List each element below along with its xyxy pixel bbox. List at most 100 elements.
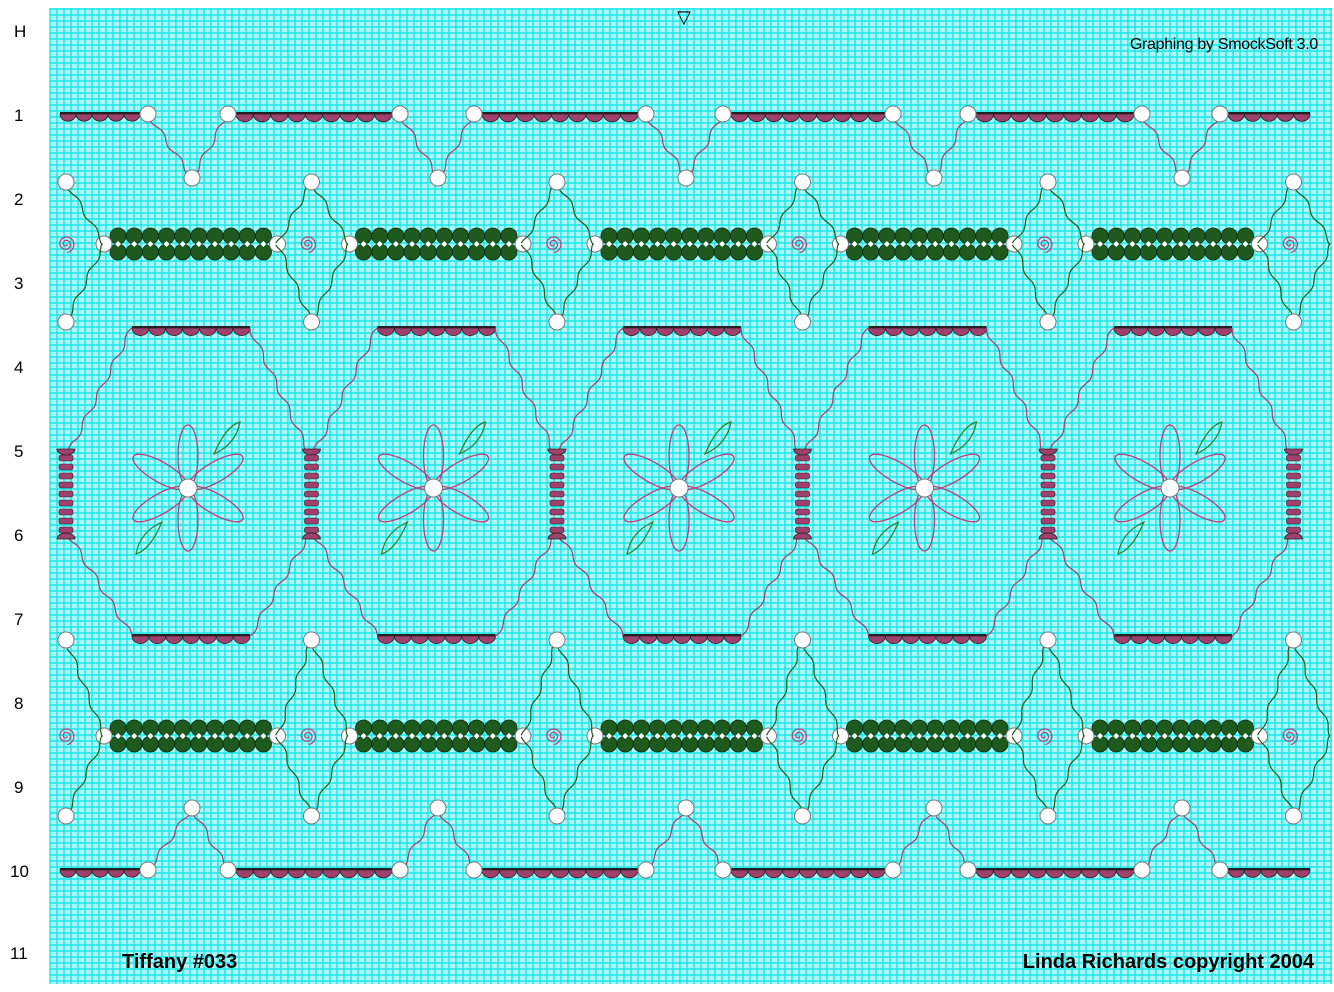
bead [960,862,976,878]
stack-stitch [305,500,319,506]
bead [1174,170,1190,186]
bead [1252,236,1268,252]
bead [678,170,694,186]
bead [885,862,901,878]
cable-segment [236,112,392,122]
stack-stitch [550,491,564,497]
bead [795,174,811,190]
bead [304,174,320,190]
row-label-10: 10 [10,862,29,882]
bead [549,174,565,190]
stack-stitch [1041,455,1055,461]
stack-stitch [305,509,319,515]
bead [304,632,320,648]
bead [430,170,446,186]
bead [304,314,320,330]
stack-stitch [305,527,319,533]
stack-stitch [59,500,73,506]
stack-stitch [796,482,810,488]
bead [1078,728,1094,744]
stack-stitch [59,473,73,479]
design-title: Tiffany #033 [122,951,237,974]
bead [715,862,731,878]
bead [1040,808,1056,824]
flower-center [916,479,934,497]
bead [549,632,565,648]
stack-stitch [59,455,73,461]
grid-lines [50,8,1332,984]
bead [184,170,200,186]
stack-stitch [305,464,319,470]
stack-stitch [305,473,319,479]
bead [392,862,408,878]
bead [466,862,482,878]
bead [1040,314,1056,330]
stack-stitch [550,473,564,479]
bead [140,862,156,878]
software-credit: Graphing by SmockSoft 3.0 [1130,36,1318,54]
bead [304,808,320,824]
stack-stitch [796,464,810,470]
stack-stitch [59,509,73,515]
bead [1006,728,1022,744]
cable-segment [1228,112,1310,121]
bead [342,728,358,744]
stack-stitch [305,482,319,488]
stack-stitch [796,500,810,506]
bead [795,314,811,330]
bead [549,808,565,824]
stack-stitch [1041,464,1055,470]
stack-stitch [796,509,810,515]
stack-stitch [550,455,564,461]
bead [96,236,112,252]
bead [926,800,942,816]
cable-segment [731,868,885,878]
stack-stitch [59,464,73,470]
bead [587,728,603,744]
bead [58,174,74,190]
stack-stitch [1287,518,1301,524]
stack-stitch [1041,518,1055,524]
bead [1286,314,1302,330]
row-label-h: H [14,22,26,42]
bead [1286,632,1302,648]
bead [220,862,236,878]
stack-stitch [1041,473,1055,479]
bead [515,728,531,744]
bead [1252,728,1268,744]
stack-stitch [1287,455,1301,461]
flower-center [425,479,443,497]
stack-stitch [1041,500,1055,506]
copyright-notice: Linda Richards copyright 2004 [1023,951,1314,974]
row-label-2: 2 [14,190,23,210]
cable-segment [60,112,140,121]
cable-segment [731,112,885,122]
bead [392,106,408,122]
bead [1212,106,1228,122]
bead [960,106,976,122]
stack-stitch [1287,482,1301,488]
bead [1286,174,1302,190]
stack-stitch [1287,500,1301,506]
cable-segment [976,112,1134,122]
bead [833,728,849,744]
stack-stitch [1287,509,1301,515]
bead [638,862,654,878]
stack-stitch [796,527,810,533]
stack-stitch [59,527,73,533]
bead [549,314,565,330]
stack-stitch [796,473,810,479]
row-label-1: 1 [14,106,23,126]
bead [430,800,446,816]
stack-stitch [550,482,564,488]
bead [515,236,531,252]
stack-stitch [550,500,564,506]
bead [638,106,654,122]
bead [342,236,358,252]
row-label-5: 5 [14,442,23,462]
stack-stitch [1041,509,1055,515]
bead [58,314,74,330]
row-label-7: 7 [14,610,23,630]
cable-segment [236,868,392,878]
flower-center [670,479,688,497]
